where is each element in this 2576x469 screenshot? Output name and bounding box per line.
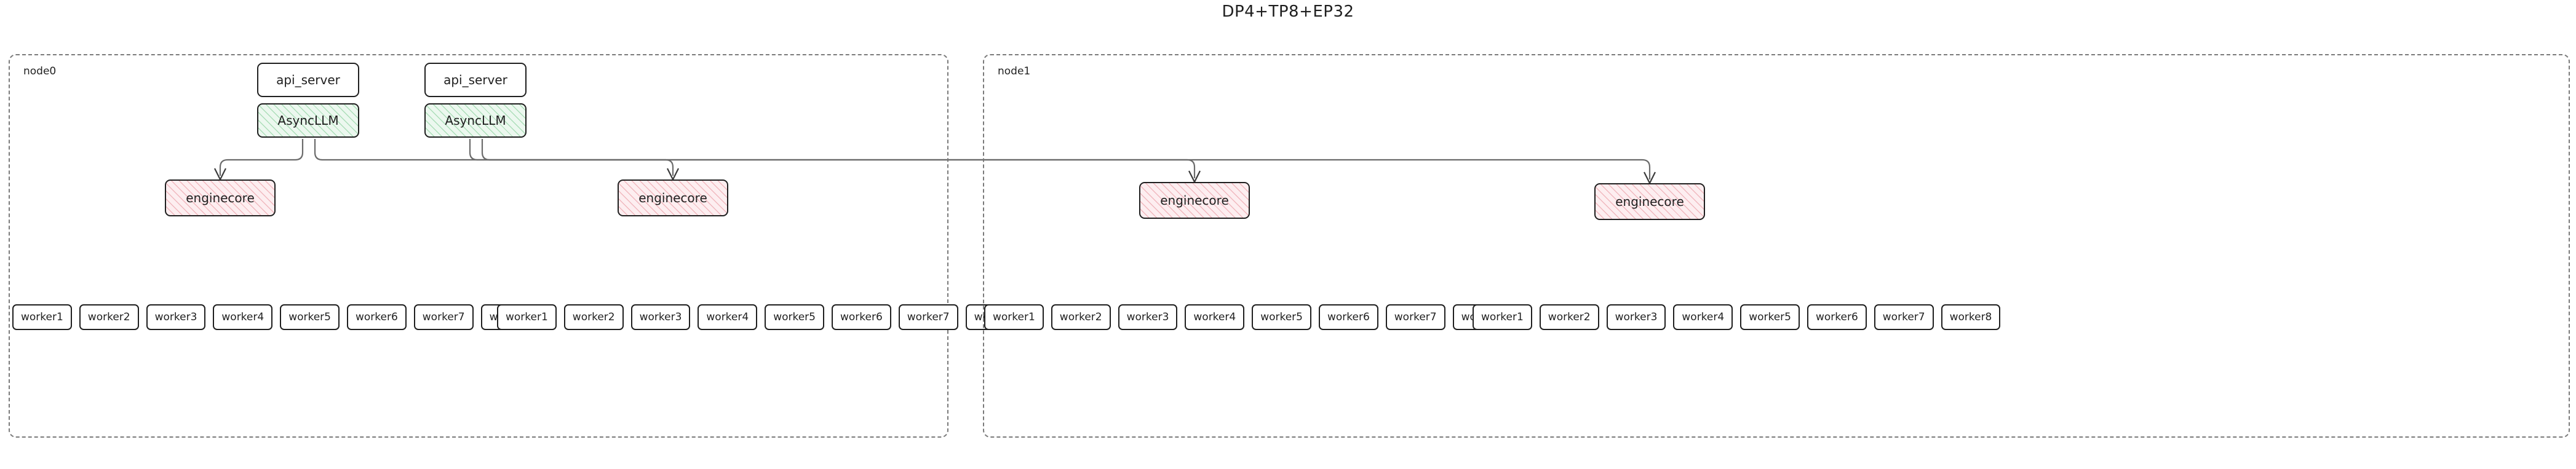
worker-box[interactable]: worker5 — [765, 304, 824, 330]
asyncllm-label: AsyncLLM — [445, 113, 506, 128]
worker-label: worker2 — [87, 311, 130, 323]
worker-label: worker8 — [1949, 311, 1992, 323]
worker-box[interactable]: worker6 — [346, 304, 407, 330]
api-server-box[interactable]: api_server — [424, 63, 527, 97]
worker-label: worker3 — [1126, 311, 1169, 323]
worker-label: worker1 — [21, 311, 63, 323]
api-server-box[interactable]: api_server — [257, 63, 359, 97]
subgraph-label-node0: node0 — [23, 65, 57, 77]
worker-box[interactable]: worker5 — [1740, 304, 1800, 330]
worker-label: worker4 — [1193, 311, 1236, 323]
worker-box[interactable]: worker6 — [1807, 304, 1867, 330]
worker-label: worker3 — [154, 311, 197, 323]
enginecore-box[interactable]: enginecore — [1594, 183, 1705, 220]
worker-label: worker2 — [1548, 311, 1591, 323]
worker-box[interactable]: worker1 — [984, 304, 1044, 330]
worker-label: worker5 — [1260, 311, 1303, 323]
api-server-label: api_server — [443, 73, 507, 87]
worker-label: worker6 — [355, 311, 398, 323]
worker-box[interactable]: worker4 — [213, 304, 273, 330]
worker-label: worker2 — [572, 311, 615, 323]
worker-box[interactable]: worker3 — [1606, 304, 1666, 330]
worker-label: worker6 — [1815, 311, 1858, 323]
worker-row: worker1 worker2 worker3 worker4 worker5 … — [984, 304, 1513, 330]
worker-box[interactable]: worker1 — [1473, 304, 1532, 330]
worker-row: worker1 worker2 worker3 worker4 worker5 … — [497, 304, 1025, 330]
worker-box[interactable]: worker7 — [1385, 304, 1445, 330]
worker-label: worker7 — [1882, 311, 1925, 323]
worker-label: worker7 — [907, 311, 950, 323]
worker-label: worker3 — [1615, 311, 1658, 323]
worker-box[interactable]: worker7 — [1874, 304, 1934, 330]
worker-box[interactable]: worker3 — [146, 304, 206, 330]
page-title: DP4+TP8+EP32 — [1222, 2, 1354, 21]
worker-box[interactable]: worker6 — [1318, 304, 1378, 330]
worker-box[interactable]: worker6 — [831, 304, 891, 330]
worker-label: worker5 — [1749, 311, 1791, 323]
subgraph-node0: node0 — [9, 54, 948, 438]
worker-box[interactable]: worker4 — [1673, 304, 1733, 330]
worker-label: worker6 — [1327, 311, 1370, 323]
worker-label: worker5 — [773, 311, 816, 323]
enginecore-label: enginecore — [1615, 194, 1684, 209]
worker-row: worker1 worker2 worker3 worker4 worker5 … — [1473, 304, 2001, 330]
enginecore-label: enginecore — [186, 191, 255, 205]
enginecore-label: enginecore — [1160, 193, 1229, 208]
api-server-label: api_server — [276, 73, 340, 87]
worker-box[interactable]: worker2 — [563, 304, 624, 330]
enginecore-box[interactable]: enginecore — [1139, 182, 1250, 219]
asyncllm-box[interactable]: AsyncLLM — [424, 103, 527, 138]
enginecore-box[interactable]: enginecore — [165, 179, 276, 216]
worker-label: worker4 — [221, 311, 264, 323]
worker-box[interactable]: worker5 — [280, 304, 340, 330]
worker-box[interactable]: worker4 — [1185, 304, 1245, 330]
worker-box[interactable]: worker4 — [698, 304, 758, 330]
worker-label: worker5 — [288, 311, 331, 323]
worker-label: worker1 — [993, 311, 1035, 323]
worker-label: worker7 — [1394, 311, 1437, 323]
subgraph-node1: node1 — [983, 54, 2570, 438]
worker-box[interactable]: worker1 — [497, 304, 557, 330]
worker-label: worker1 — [506, 311, 548, 323]
asyncllm-box[interactable]: AsyncLLM — [257, 103, 359, 138]
worker-label: worker6 — [840, 311, 883, 323]
subgraph-label-node1: node1 — [998, 65, 1031, 77]
worker-box[interactable]: worker7 — [898, 304, 958, 330]
worker-label: worker4 — [706, 311, 749, 323]
worker-label: worker3 — [639, 311, 682, 323]
worker-label: worker4 — [1682, 311, 1725, 323]
worker-box[interactable]: worker3 — [630, 304, 691, 330]
worker-box[interactable]: worker3 — [1118, 304, 1178, 330]
worker-label: worker7 — [422, 311, 465, 323]
enginecore-box[interactable]: enginecore — [618, 179, 728, 216]
worker-box[interactable]: worker2 — [1539, 304, 1599, 330]
enginecore-label: enginecore — [638, 191, 707, 205]
worker-row: worker1 worker2 worker3 worker4 worker5 … — [12, 304, 541, 330]
worker-box[interactable]: worker8 — [1941, 304, 2001, 330]
worker-label: worker1 — [1481, 311, 1524, 323]
worker-box[interactable]: worker2 — [1051, 304, 1111, 330]
worker-box[interactable]: worker7 — [413, 304, 474, 330]
asyncllm-label: AsyncLLM — [277, 113, 339, 128]
worker-box[interactable]: worker5 — [1252, 304, 1311, 330]
worker-box[interactable]: worker2 — [79, 304, 139, 330]
worker-box[interactable]: worker1 — [12, 304, 72, 330]
worker-label: worker2 — [1059, 311, 1102, 323]
